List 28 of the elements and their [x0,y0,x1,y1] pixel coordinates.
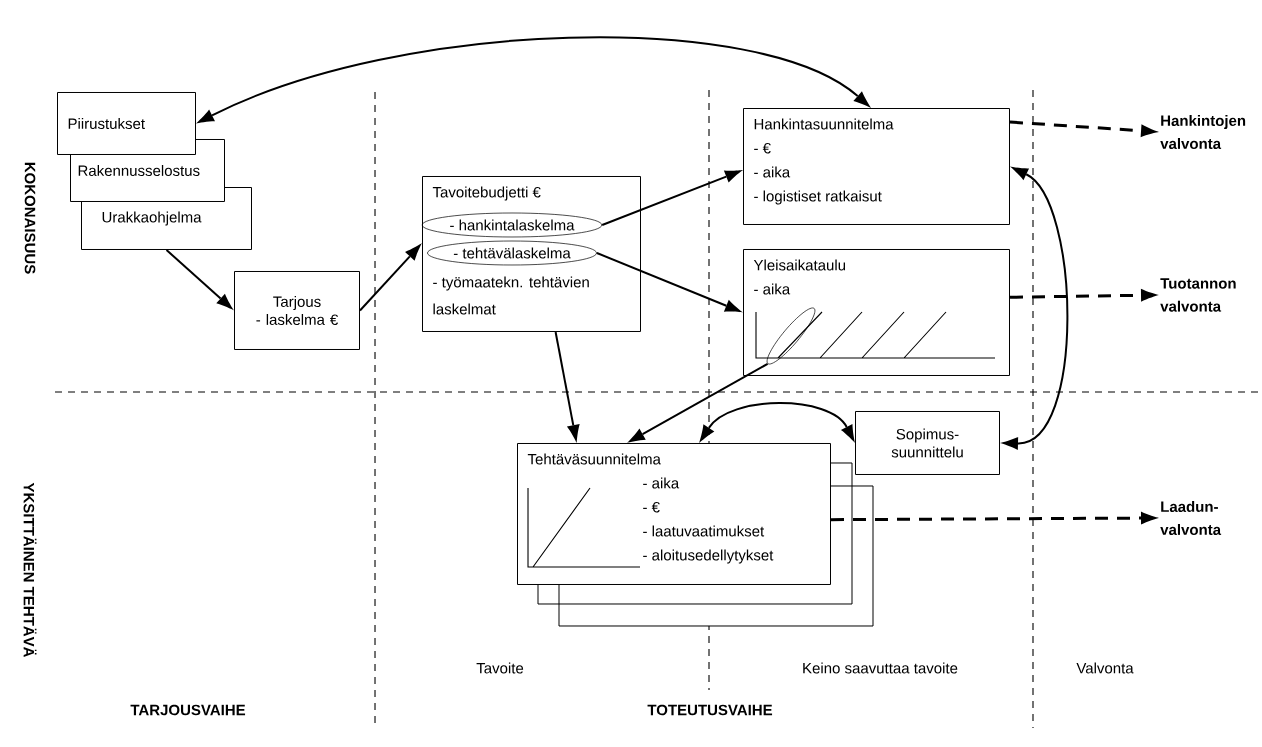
column-label: Keino saavuttaa tavoite [803,662,958,674]
column-label: Tavoite [476,662,524,674]
column-label: Valvonta [1076,662,1134,674]
control-label: Hankintojen valvonta [1160,115,1246,149]
arrow [626,362,769,443]
row-label: YKSITTÄINEN TEHTÄVÄ [23,482,37,658]
control-label: Tuotannon valvonta [1160,278,1236,312]
control-label: Laadun- valvonta [1160,501,1222,535]
dashed-arrow [831,511,1159,525]
phase-label: TARJOUSVAIHE [130,704,246,716]
process-box: Tarjous - laskelma € [234,271,360,350]
arrow [359,243,422,312]
dashed-arrow [1009,288,1159,302]
phase-label: TOTEUTUSVAIHE [647,704,773,716]
process-box: Yleisaikataulu - aika [743,249,1010,376]
dashed-arrow [1009,120,1159,138]
arrow [1000,166,1069,450]
arrow [554,331,580,443]
document-box: Piirustukset [57,92,196,155]
arrow [196,36,872,124]
arrow [165,249,234,311]
row-label: KOKONAISUUS [24,162,36,274]
process-box: Tehtäväsuunnitelma - aika - € - laatuvaatimukset - aloitusedellytykset [517,443,831,585]
arrow [595,252,743,313]
process-box: Sopimus- suunnittelu [855,411,1000,475]
arrow [601,170,743,226]
arrow [699,402,855,443]
process-box: Hankintasuunnitelma - € - aika - logistiset ratkaisut [743,108,1010,225]
